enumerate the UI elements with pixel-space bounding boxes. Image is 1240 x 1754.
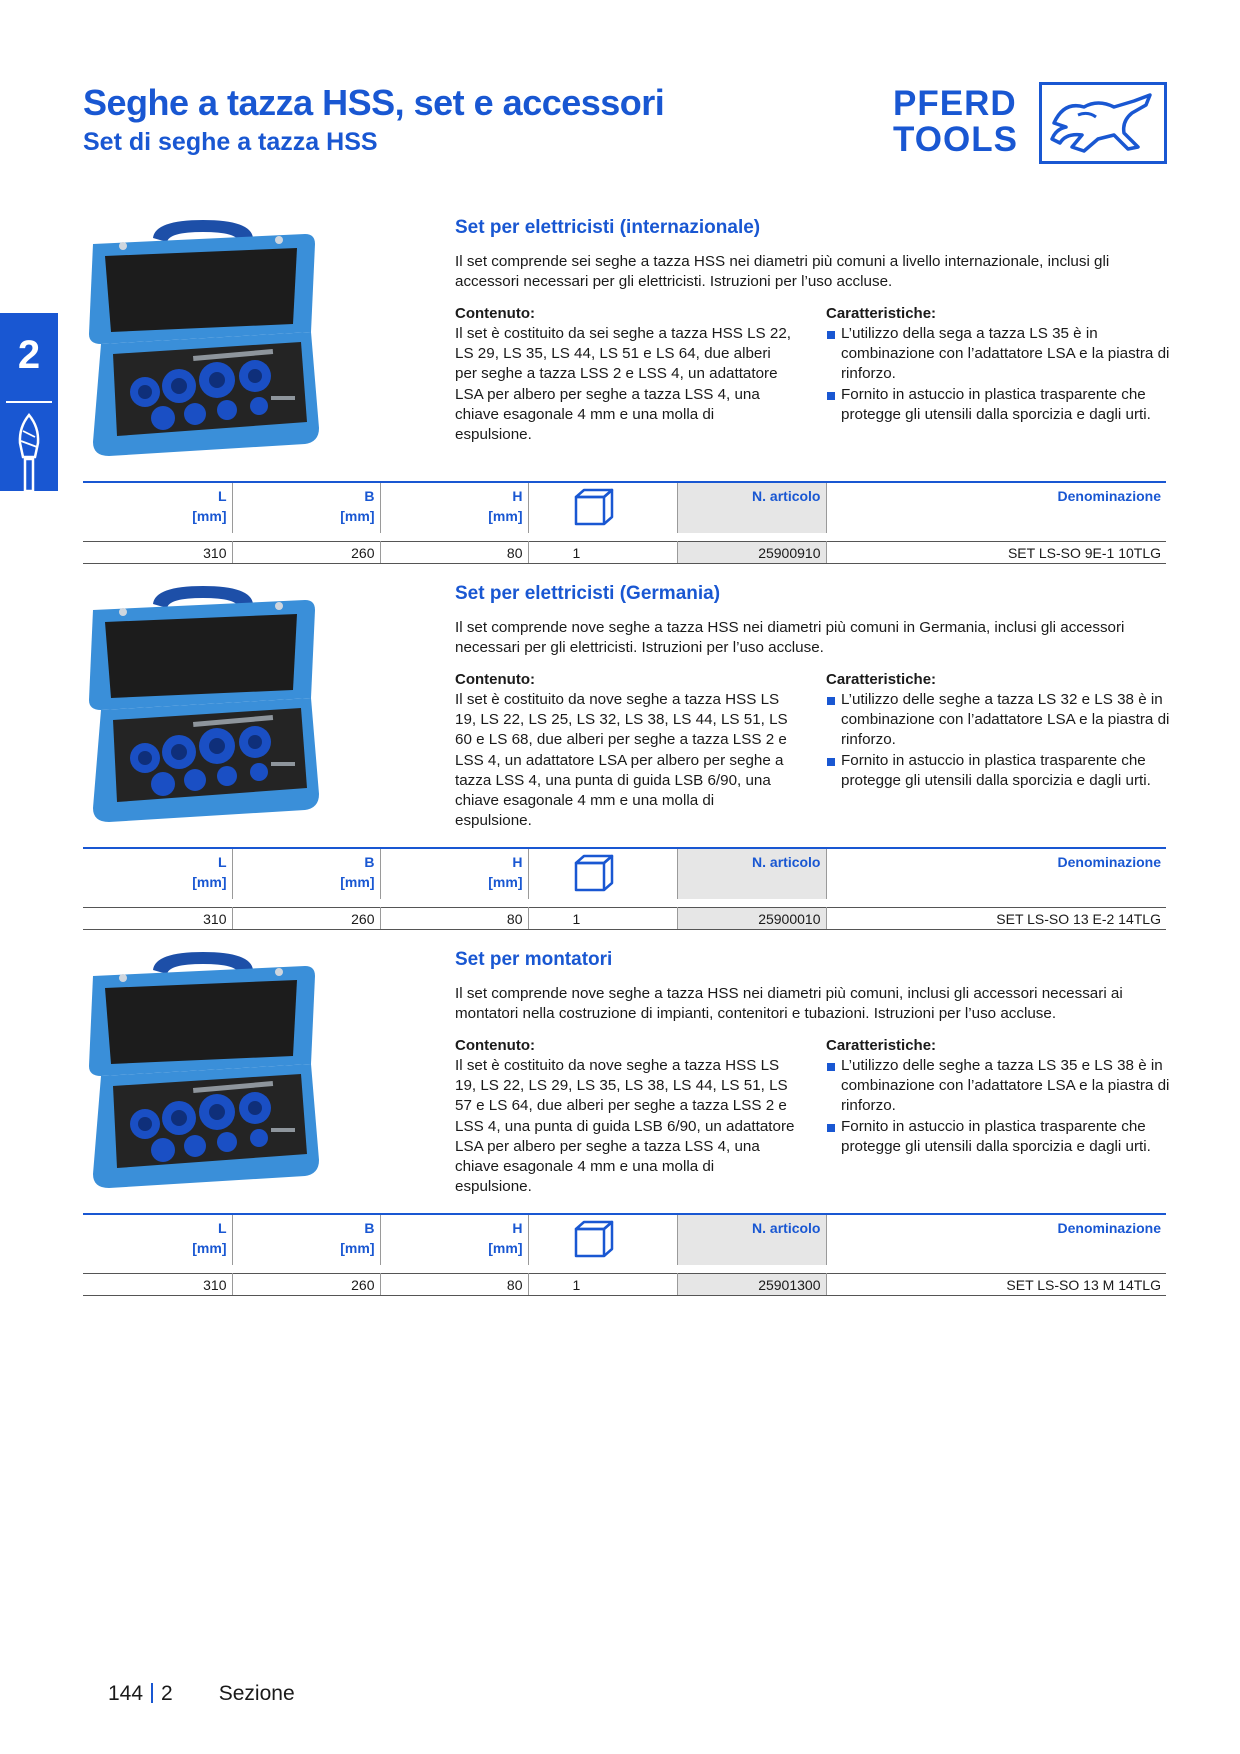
features-block: Caratteristiche: L’utilizzo delle seghe … [826,1037,1178,1157]
contents-block: Contenuto: Il set è costituito da nove s… [455,671,795,831]
section-intro: Il set comprende nove seghe a tazza HSS … [455,619,1125,656]
contents-text: Il set è costituito da nove seghe a tazz… [455,1057,795,1196]
brand-logo: PFERD TOOLS [893,82,1171,168]
table-row: 310 260 80 1 25901300 SET LS-SO 13 M 14T… [83,1273,1166,1296]
cell-quantity: 1 [528,1273,678,1296]
section-intro: Il set comprende sei seghe a tazza HSS n… [455,253,1110,290]
package-icon [573,853,615,893]
col-header-package [528,1213,678,1265]
page-footer: 144 2 Sezione [108,1682,295,1706]
cell-article-number: 25900010 [677,907,827,930]
contents-block: Contenuto: Il set è costituito da sei se… [455,305,795,445]
col-header-width: B[mm] [232,481,381,533]
cell-width: 260 [232,1273,381,1296]
contents-label: Contenuto: [455,1037,535,1054]
cell-article-number: 25901300 [677,1273,827,1296]
table-row: 310 260 80 1 25900010 SET LS-SO 13 E-2 1… [83,907,1166,930]
package-icon [573,487,615,527]
cell-length: 310 [83,907,233,930]
spec-table: L[mm] B[mm] H[mm] N. articolo Denominazi… [83,481,1166,564]
features-label: Caratteristiche: [826,1037,937,1054]
col-header-name: Denominazione [826,1213,1166,1265]
footer-divider [151,1683,154,1703]
contents-block: Contenuto: Il set è costituito da nove s… [455,1037,795,1197]
spec-table: L[mm] B[mm] H[mm] N. articolo Denominazi… [83,847,1166,930]
horse-logo-icon [1039,82,1167,164]
features-label: Caratteristiche: [826,671,937,688]
col-header-package [528,847,678,899]
package-icon [573,1219,615,1259]
logo-line-1: PFERD [893,84,1017,123]
page-subtitle: Set di seghe a tazza HSS [83,128,378,156]
feature-item: Fornito in astuccio in plastica traspare… [826,751,1178,791]
cell-article-number: 25900910 [677,541,827,564]
col-header-package [528,481,678,533]
contents-text: Il set è costituito da nove seghe a tazz… [455,691,788,830]
cell-length: 310 [83,1273,233,1296]
col-header-length: L[mm] [83,481,233,533]
product-image-set-fitters [83,948,323,1190]
cell-quantity: 1 [528,907,678,930]
cell-quantity: 1 [528,541,678,564]
feature-item: Fornito in astuccio in plastica traspare… [826,1117,1178,1157]
table-row: 310 260 80 1 25900910 SET LS-SO 9E-1 10T… [83,541,1166,564]
cell-designation: SET LS-SO 9E-1 10TLG [826,541,1166,564]
feature-item: L’utilizzo delle seghe a tazza LS 35 e L… [826,1056,1178,1117]
feature-item: L’utilizzo della sega a tazza LS 35 è in… [826,324,1178,385]
cell-height: 80 [380,1273,529,1296]
col-header-height: H[mm] [380,847,529,899]
features-label: Caratteristiche: [826,305,937,322]
col-header-width: B[mm] [232,847,381,899]
col-header-name: Denominazione [826,847,1166,899]
feature-item: L’utilizzo delle seghe a tazza LS 32 e L… [826,690,1178,751]
features-block: Caratteristiche: L’utilizzo delle seghe … [826,671,1178,791]
contents-text: Il set è costituito da sei seghe a tazza… [455,325,792,444]
spec-table: L[mm] B[mm] H[mm] N. articolo Denominazi… [83,1213,1166,1296]
section-tab[interactable]: 2 [0,313,58,493]
cell-width: 260 [232,541,381,564]
cell-length: 310 [83,541,233,564]
section-intro: Il set comprende nove seghe a tazza HSS … [455,985,1123,1022]
contents-label: Contenuto: [455,671,535,688]
col-header-height: H[mm] [380,1213,529,1265]
burr-tool-icon [15,413,43,498]
features-block: Caratteristiche: L’utilizzo della sega a… [826,305,1178,425]
section-tab-divider [6,401,52,403]
cell-designation: SET LS-SO 13 E-2 14TLG [826,907,1166,930]
section-title: Set per elettricisti (internazionale) [455,217,761,238]
col-header-article: N. articolo [677,481,827,533]
section-title: Set per montatori [455,949,613,970]
feature-item: Fornito in astuccio in plastica traspare… [826,385,1178,425]
col-header-name: Denominazione [826,481,1166,533]
col-header-length: L[mm] [83,847,233,899]
cell-height: 80 [380,907,529,930]
page-title: Seghe a tazza HSS, set e accessori [83,82,665,123]
logo-line-2: TOOLS [893,120,1018,159]
section-tab-number: 2 [17,333,41,377]
section-title: Set per elettricisti (Germania) [455,583,721,604]
cell-designation: SET LS-SO 13 M 14TLG [826,1273,1166,1296]
col-header-article: N. articolo [677,1213,827,1265]
col-header-article: N. articolo [677,847,827,899]
footer-section-label: Sezione [218,1682,295,1705]
footer-section-number: 2 [161,1682,173,1705]
product-image-set-international [83,216,323,458]
cell-width: 260 [232,907,381,930]
col-header-length: L[mm] [83,1213,233,1265]
contents-label: Contenuto: [455,305,535,322]
product-image-set-germany [83,582,323,824]
page-number: 144 [108,1682,144,1705]
cell-height: 80 [380,541,529,564]
col-header-width: B[mm] [232,1213,381,1265]
col-header-height: H[mm] [380,481,529,533]
